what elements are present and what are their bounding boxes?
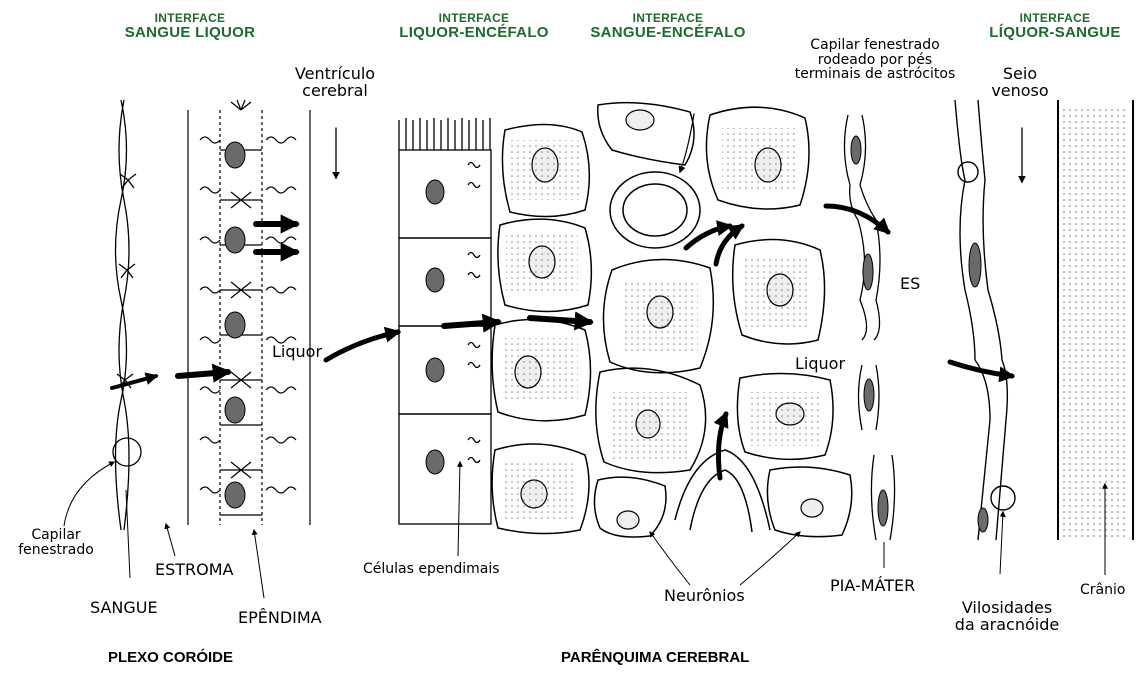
section-plexo-coroide: PLEXO CORÓIDE	[108, 650, 233, 666]
label-line: rodeado por pés	[770, 53, 980, 68]
pia-mater-cells	[844, 115, 894, 540]
label-line: Capilar	[6, 528, 106, 543]
section-parenquima-cerebral: PARÊNQUIMA CEREBRAL	[561, 650, 749, 666]
label-estroma: ESTROMA	[155, 562, 234, 579]
label-neuronios: Neurônios	[664, 588, 745, 605]
header-interface-sangue-liquor: INTERFACE SANGUE LIQUOR	[110, 12, 270, 40]
label-ventriculo-cerebral: Ventrículo cerebral	[278, 66, 392, 100]
ependyma-nuclei	[225, 142, 245, 508]
label-capilar-fenestrado: Capilar fenestrado	[6, 528, 106, 557]
header-top-text: INTERFACE	[578, 12, 758, 25]
brain-granules	[502, 128, 820, 520]
label-celulas-ependimais: Células ependimais	[363, 562, 500, 577]
choroid-plexus-capillary	[113, 100, 141, 530]
header-bottom-text: SANGUE-ENCÉFALO	[578, 25, 758, 41]
label-ependima: EPÊNDIMA	[238, 610, 322, 627]
label-es: ES	[900, 276, 920, 293]
header-top-text: INTERFACE	[388, 12, 560, 25]
label-line: cerebral	[278, 83, 392, 100]
header-interface-liquor-sangue: INTERFACE LÍQUOR-SANGUE	[975, 12, 1135, 40]
label-line: da aracnóide	[932, 617, 1082, 634]
header-top-text: INTERFACE	[975, 12, 1135, 25]
header-interface-liquor-encefalo: INTERFACE LIQUOR-ENCÉFALO	[388, 12, 560, 40]
header-bottom-text: LÍQUOR-SANGUE	[975, 25, 1135, 41]
header-top-text: INTERFACE	[110, 12, 270, 25]
header-bottom-text: LIQUOR-ENCÉFALO	[388, 25, 560, 41]
ependyma-column	[188, 100, 310, 525]
label-sangue: SANGUE	[90, 600, 158, 617]
label-capilar-fenestrado-astrocitos: Capilar fenestrado rodeado por pés termi…	[770, 38, 980, 82]
arachnoid-nuclei	[969, 243, 988, 532]
arachnoid-villus	[955, 100, 1015, 540]
pia-mater-nuclei	[851, 136, 888, 526]
label-cranio: Crânio	[1080, 583, 1125, 598]
label-line: venoso	[975, 83, 1065, 100]
label-liquor-left: Liquor	[272, 344, 322, 361]
header-interface-sangue-encefalo: INTERFACE SANGUE-ENCÉFALO	[578, 12, 758, 40]
label-vilosidades: Vilosidades da aracnóide	[932, 600, 1082, 634]
header-bottom-text: SANGUE LIQUOR	[110, 25, 270, 41]
label-liquor-right: Liquor	[795, 356, 845, 373]
label-line: Capilar fenestrado	[770, 38, 980, 53]
label-line: fenestrado	[6, 543, 106, 558]
vilosidade-circle	[991, 486, 1015, 510]
label-pia-mater: PIA-MÁTER	[830, 578, 915, 595]
label-seio-venoso: Seio venoso	[975, 66, 1065, 100]
label-line: terminais de astrócitos	[770, 67, 980, 82]
capilar-circle	[113, 438, 141, 466]
skull-bone	[1058, 100, 1133, 540]
